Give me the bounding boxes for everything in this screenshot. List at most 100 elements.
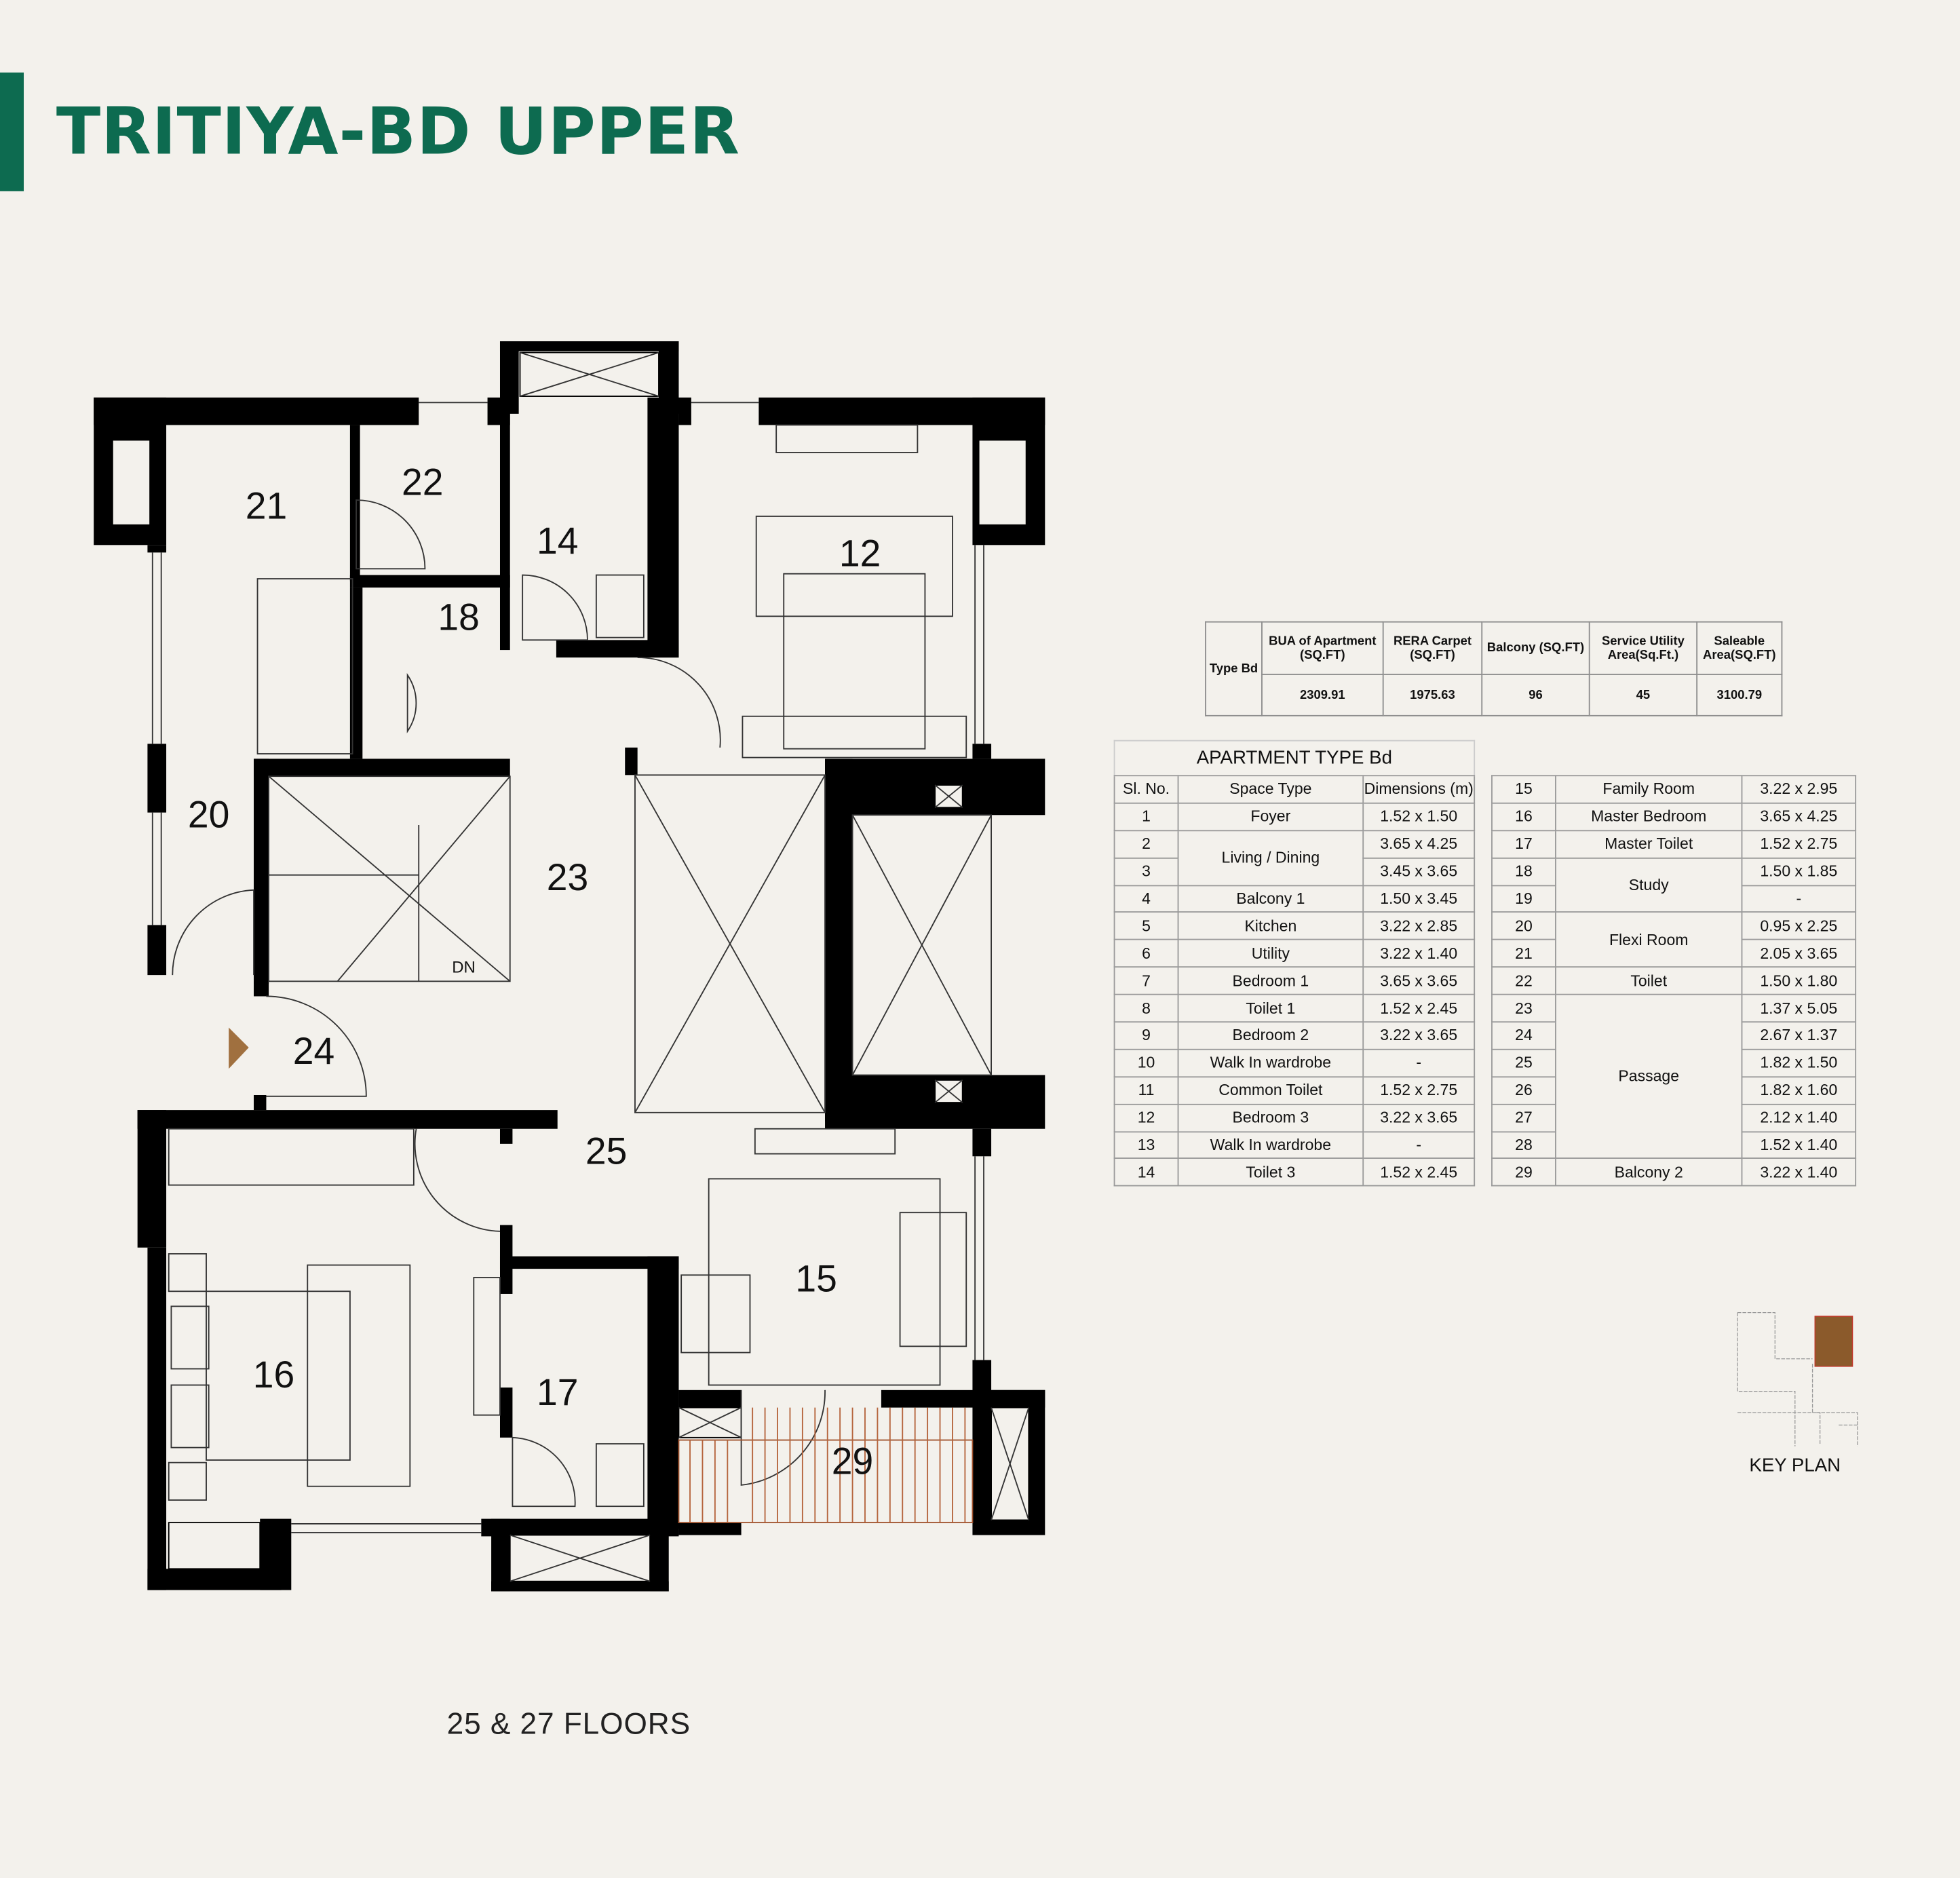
sl-cell: 7 bbox=[1113, 966, 1179, 995]
key-plan-highlight bbox=[1814, 1316, 1853, 1367]
dim-cell: 0.95 x 2.25 bbox=[1741, 912, 1857, 941]
sl-cell: 21 bbox=[1491, 939, 1556, 968]
dim-cell: 1.37 x 5.05 bbox=[1741, 993, 1857, 1023]
room-label-17: 17 bbox=[537, 1371, 578, 1413]
room-label-14: 14 bbox=[537, 520, 578, 562]
space-cell: Living / Dining bbox=[1177, 830, 1364, 886]
dim-cell: 3.22 x 1.40 bbox=[1741, 1157, 1857, 1187]
space-cell: Flexi Room bbox=[1555, 912, 1743, 968]
sl-cell: 9 bbox=[1113, 1021, 1179, 1050]
sl-cell: 25 bbox=[1491, 1048, 1556, 1077]
sl-cell: 19 bbox=[1491, 884, 1556, 913]
dim-cell: 3.22 x 3.65 bbox=[1362, 1021, 1476, 1050]
area-summary-table: Type Bd BUA of Apartment (SQ.FT) RERA Ca… bbox=[1205, 621, 1783, 716]
balcony-29-slats bbox=[689, 1407, 966, 1523]
space-cell: Utility bbox=[1177, 939, 1364, 968]
room-label-18: 18 bbox=[438, 596, 479, 638]
room-table-left: APARTMENT TYPE Bd Sl. No. Space Type Dim… bbox=[1113, 740, 1476, 1187]
type-cell: Type Bd bbox=[1205, 621, 1263, 716]
dim-cell: 1.52 x 2.75 bbox=[1362, 1075, 1476, 1105]
dim-cell: 3.65 x 4.25 bbox=[1741, 802, 1857, 831]
sl-cell: 23 bbox=[1491, 993, 1556, 1023]
space-cell: Toilet 3 bbox=[1177, 1157, 1364, 1187]
sl-cell: 29 bbox=[1491, 1157, 1556, 1187]
room-table-title: APARTMENT TYPE Bd bbox=[1113, 740, 1476, 777]
sl-cell: 26 bbox=[1491, 1075, 1556, 1105]
sl-cell: 12 bbox=[1113, 1103, 1179, 1132]
value-balcony: 96 bbox=[1481, 674, 1590, 716]
sl-cell: 1 bbox=[1113, 802, 1179, 831]
sl-cell: 24 bbox=[1491, 1021, 1556, 1050]
room-label-24: 24 bbox=[293, 1030, 334, 1072]
space-cell: Bedroom 1 bbox=[1177, 966, 1364, 995]
dim-cell: 1.52 x 2.75 bbox=[1741, 830, 1857, 859]
sl-cell: 10 bbox=[1113, 1048, 1179, 1077]
space-cell: Toilet bbox=[1555, 966, 1743, 995]
dim-cell: 1.50 x 3.45 bbox=[1362, 884, 1476, 913]
header-dimensions: Dimensions (m) bbox=[1362, 775, 1476, 804]
value-saleable: 3100.79 bbox=[1696, 674, 1783, 716]
header-rera: RERA Carpet (SQ.FT) bbox=[1382, 621, 1483, 675]
space-cell: Passage bbox=[1555, 993, 1743, 1160]
header-bua: BUA of Apartment (SQ.FT) bbox=[1261, 621, 1384, 675]
sl-cell: 27 bbox=[1491, 1103, 1556, 1132]
space-cell: Bedroom 2 bbox=[1177, 1021, 1364, 1050]
space-cell: Balcony 1 bbox=[1177, 884, 1364, 913]
dim-cell: 1.52 x 2.45 bbox=[1362, 1157, 1476, 1187]
dim-cell: 3.22 x 2.95 bbox=[1741, 775, 1857, 804]
title-accent-bar bbox=[0, 72, 24, 191]
value-bua: 2309.91 bbox=[1261, 674, 1384, 716]
header-service-utility: Service Utility Area(Sq.Ft.) bbox=[1588, 621, 1698, 675]
dim-cell: 1.52 x 2.45 bbox=[1362, 993, 1476, 1023]
floors-caption: 25 & 27 FLOORS bbox=[446, 1707, 691, 1742]
sl-cell: 14 bbox=[1113, 1157, 1179, 1187]
dim-cell: - bbox=[1362, 1048, 1476, 1077]
dim-cell: 1.52 x 1.50 bbox=[1362, 802, 1476, 831]
header-balcony: Balcony (SQ.FT) bbox=[1481, 621, 1590, 675]
shaft-crosses bbox=[151, 351, 1030, 1582]
room-label-15: 15 bbox=[795, 1257, 837, 1299]
dim-cell: 1.50 x 1.85 bbox=[1741, 857, 1857, 886]
space-cell: Foyer bbox=[1177, 802, 1364, 831]
header-sl-no: Sl. No. bbox=[1113, 775, 1179, 804]
space-cell: Master Bedroom bbox=[1555, 802, 1743, 831]
room-label-20: 20 bbox=[188, 794, 229, 836]
entry-arrow-icon bbox=[229, 1027, 249, 1069]
sl-cell: 20 bbox=[1491, 912, 1556, 941]
sl-cell: 22 bbox=[1491, 966, 1556, 995]
space-cell: Kitchen bbox=[1177, 912, 1364, 941]
space-cell: Walk In wardrobe bbox=[1177, 1048, 1364, 1077]
page-title: TRITIYA-BD UPPER bbox=[56, 95, 740, 170]
dim-cell: 3.22 x 3.65 bbox=[1362, 1103, 1476, 1132]
dim-cell: 3.65 x 4.25 bbox=[1362, 830, 1476, 859]
dim-cell: 2.05 x 3.65 bbox=[1741, 939, 1857, 968]
room-label-12: 12 bbox=[839, 533, 881, 575]
table-row: 19- bbox=[1491, 884, 1857, 913]
room-label-21: 21 bbox=[246, 485, 287, 527]
sl-cell: 5 bbox=[1113, 912, 1179, 941]
balcony-29-decking bbox=[678, 1439, 974, 1524]
sl-cell: 8 bbox=[1113, 993, 1179, 1023]
space-cell: Balcony 2 bbox=[1555, 1157, 1743, 1187]
room-label-16: 16 bbox=[253, 1354, 294, 1396]
